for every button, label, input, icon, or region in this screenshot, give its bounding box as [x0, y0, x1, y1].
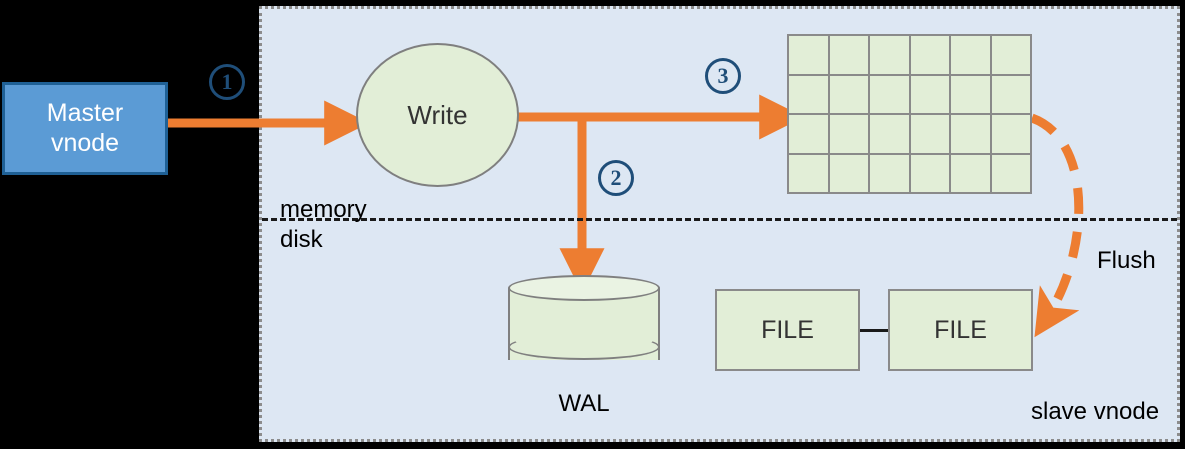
memtable-cell [789, 75, 828, 113]
file-box-1[interactable]: FILE [715, 289, 860, 371]
memtable-cell [789, 115, 828, 153]
memtable-cell [991, 75, 1030, 113]
file-box-2-label: FILE [934, 315, 987, 344]
disk-label: disk [280, 226, 323, 253]
step-marker-3: 3 [705, 58, 741, 94]
memtable-cell [870, 75, 909, 113]
wal-cylinder[interactable] [508, 275, 660, 373]
memtable-cell [870, 36, 909, 74]
file-connector-line [858, 329, 890, 332]
memtable-cell [951, 75, 990, 113]
write-node-label: Write [407, 99, 468, 130]
master-vnode-label: Master vnode [47, 99, 123, 158]
master-vnode-box[interactable]: Master vnode [2, 82, 168, 175]
memtable-cell [870, 115, 909, 153]
memtable-cell [910, 154, 949, 192]
memtable-cell [789, 36, 828, 74]
memtable-cell [951, 154, 990, 192]
memtable-cell [910, 36, 949, 74]
memtable-cell [991, 115, 1030, 153]
file-box-2[interactable]: FILE [888, 289, 1033, 371]
wal-cylinder-top [508, 275, 660, 301]
file-box-1-label: FILE [761, 315, 814, 344]
step-marker-1: 1 [209, 64, 245, 100]
master-vnode-label-line2: vnode [50, 128, 120, 157]
memtable-cell [829, 154, 868, 192]
memory-disk-divider [262, 218, 1177, 221]
wal-label: WAL [558, 390, 610, 417]
memtable-cell [829, 115, 868, 153]
write-node[interactable]: Write [356, 43, 519, 187]
memtable-cell [910, 115, 949, 153]
memtable-cell [829, 36, 868, 74]
step-marker-2: 2 [598, 160, 634, 196]
memory-label: memory [280, 196, 367, 223]
memtable-cell [789, 154, 828, 192]
slave-vnode-label: slave vnode [1031, 398, 1160, 425]
memtable-grid[interactable] [787, 34, 1032, 194]
memtable-cell [951, 115, 990, 153]
memtable-cell [870, 154, 909, 192]
memtable-cell [951, 36, 990, 74]
memtable-cell [910, 75, 949, 113]
memtable-cell [991, 36, 1030, 74]
flush-label: Flush [1097, 247, 1156, 274]
master-vnode-label-line1: Master [46, 99, 124, 127]
memtable-cell [991, 154, 1030, 192]
wal-cylinder-bottom [508, 334, 660, 360]
memtable-cell [829, 75, 868, 113]
